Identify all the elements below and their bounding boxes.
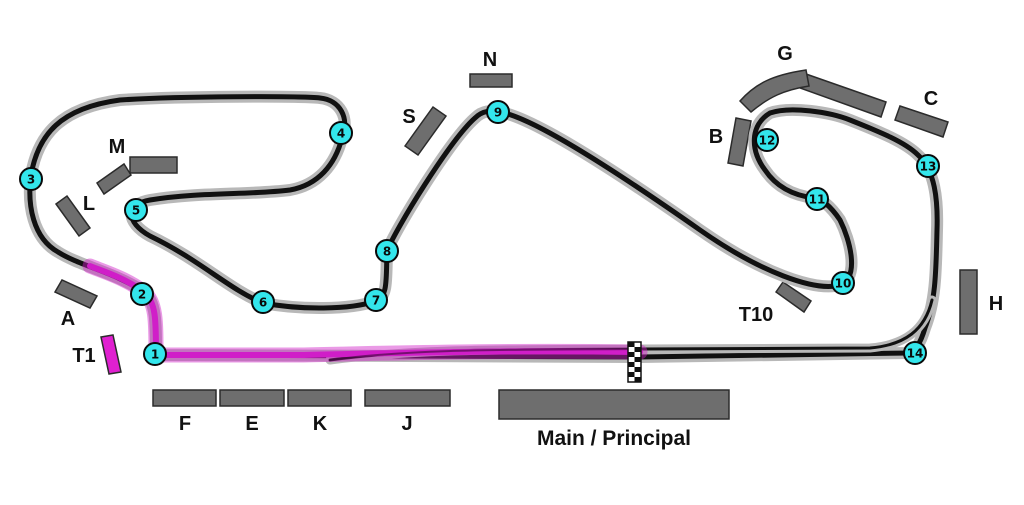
stand-label-n: N	[483, 49, 497, 71]
turn-number: 10	[835, 277, 852, 291]
stand-label-f: F	[179, 413, 191, 435]
checkered-flag-icon	[627, 341, 642, 383]
stand-j[interactable]	[364, 389, 451, 407]
turn-number: 9	[494, 106, 502, 120]
turn-marker[interactable]: 4	[329, 121, 353, 145]
stand-label-t10: T10	[739, 304, 773, 326]
stand-n[interactable]	[469, 73, 513, 88]
turn-number: 4	[337, 127, 345, 141]
highlight-glow	[82, 258, 648, 363]
turn-number: 6	[259, 296, 267, 310]
highlight-pit-line	[329, 348, 641, 361]
turn-marker[interactable]: 5	[124, 198, 148, 222]
stand-a[interactable]	[53, 279, 99, 309]
turn-number: 3	[27, 173, 35, 187]
turn-number: 1	[151, 348, 159, 362]
stand-label-m: M	[109, 136, 126, 158]
turn-number: 11	[809, 193, 826, 207]
stand-label-b: B	[709, 126, 723, 148]
stand-t1[interactable]	[100, 334, 122, 375]
stand-s[interactable]	[403, 105, 448, 157]
turn-marker[interactable]: 1	[143, 342, 167, 366]
stand-label-s: S	[402, 106, 415, 128]
turn-number: 5	[132, 204, 140, 218]
turn-number: 13	[920, 160, 937, 174]
stand-k[interactable]	[287, 389, 352, 407]
stand-label-l: L	[83, 193, 95, 215]
turn-marker[interactable]: 10	[831, 271, 855, 295]
stand-f[interactable]	[152, 389, 217, 407]
track	[23, 90, 944, 365]
turn-marker[interactable]: 9	[486, 100, 510, 124]
turn-marker[interactable]: 8	[375, 239, 399, 263]
turn-marker[interactable]: 12	[755, 128, 779, 152]
stand-label-c: C	[924, 88, 938, 110]
stand-t10[interactable]	[774, 280, 813, 314]
stand-label-a: A	[61, 308, 75, 330]
turn-number: 7	[372, 294, 380, 308]
turn-marker[interactable]: 6	[251, 290, 275, 314]
turn-marker[interactable]: 11	[805, 187, 829, 211]
turn-number: 2	[138, 288, 146, 302]
stand-label-j: J	[401, 413, 412, 435]
turn-number: 14	[907, 347, 924, 361]
stand-label-h: H	[989, 293, 1003, 315]
turn-number: 8	[383, 245, 391, 259]
stand-l[interactable]	[54, 194, 92, 238]
stand-label-main: Main / Principal	[537, 427, 691, 450]
turn-marker[interactable]: 14	[903, 341, 927, 365]
stand-h[interactable]	[959, 269, 978, 335]
stand-m[interactable]	[129, 156, 178, 174]
stand-label-e: E	[245, 413, 258, 435]
stand-main[interactable]	[498, 389, 730, 420]
highlight-core	[87, 263, 643, 358]
turn-marker[interactable]: 7	[364, 288, 388, 312]
track-line	[27, 94, 940, 360]
turn-markers: 1 2 3 4 5 6 7 8 9 10 11 12 13 14	[19, 100, 940, 366]
grandstands	[53, 69, 978, 420]
turn-marker[interactable]: 13	[916, 154, 940, 178]
stand-c[interactable]	[894, 105, 949, 138]
turn-marker[interactable]: 2	[130, 282, 154, 306]
highlighted-section	[82, 258, 648, 363]
stand-g-curve[interactable]	[738, 69, 810, 114]
stand-b[interactable]	[727, 117, 752, 167]
stand-labels: A T1 L M S N G C B T10 H F E K J Main / …	[61, 43, 1003, 450]
stand-label-g: G	[777, 43, 793, 65]
stand-label-k: K	[313, 413, 328, 435]
stand-label-t1: T1	[72, 345, 95, 367]
turn-marker[interactable]: 3	[19, 167, 43, 191]
turn-number: 12	[759, 134, 776, 148]
track-halo	[23, 90, 944, 363]
stand-m-angled[interactable]	[95, 162, 133, 196]
stand-e[interactable]	[219, 389, 285, 407]
